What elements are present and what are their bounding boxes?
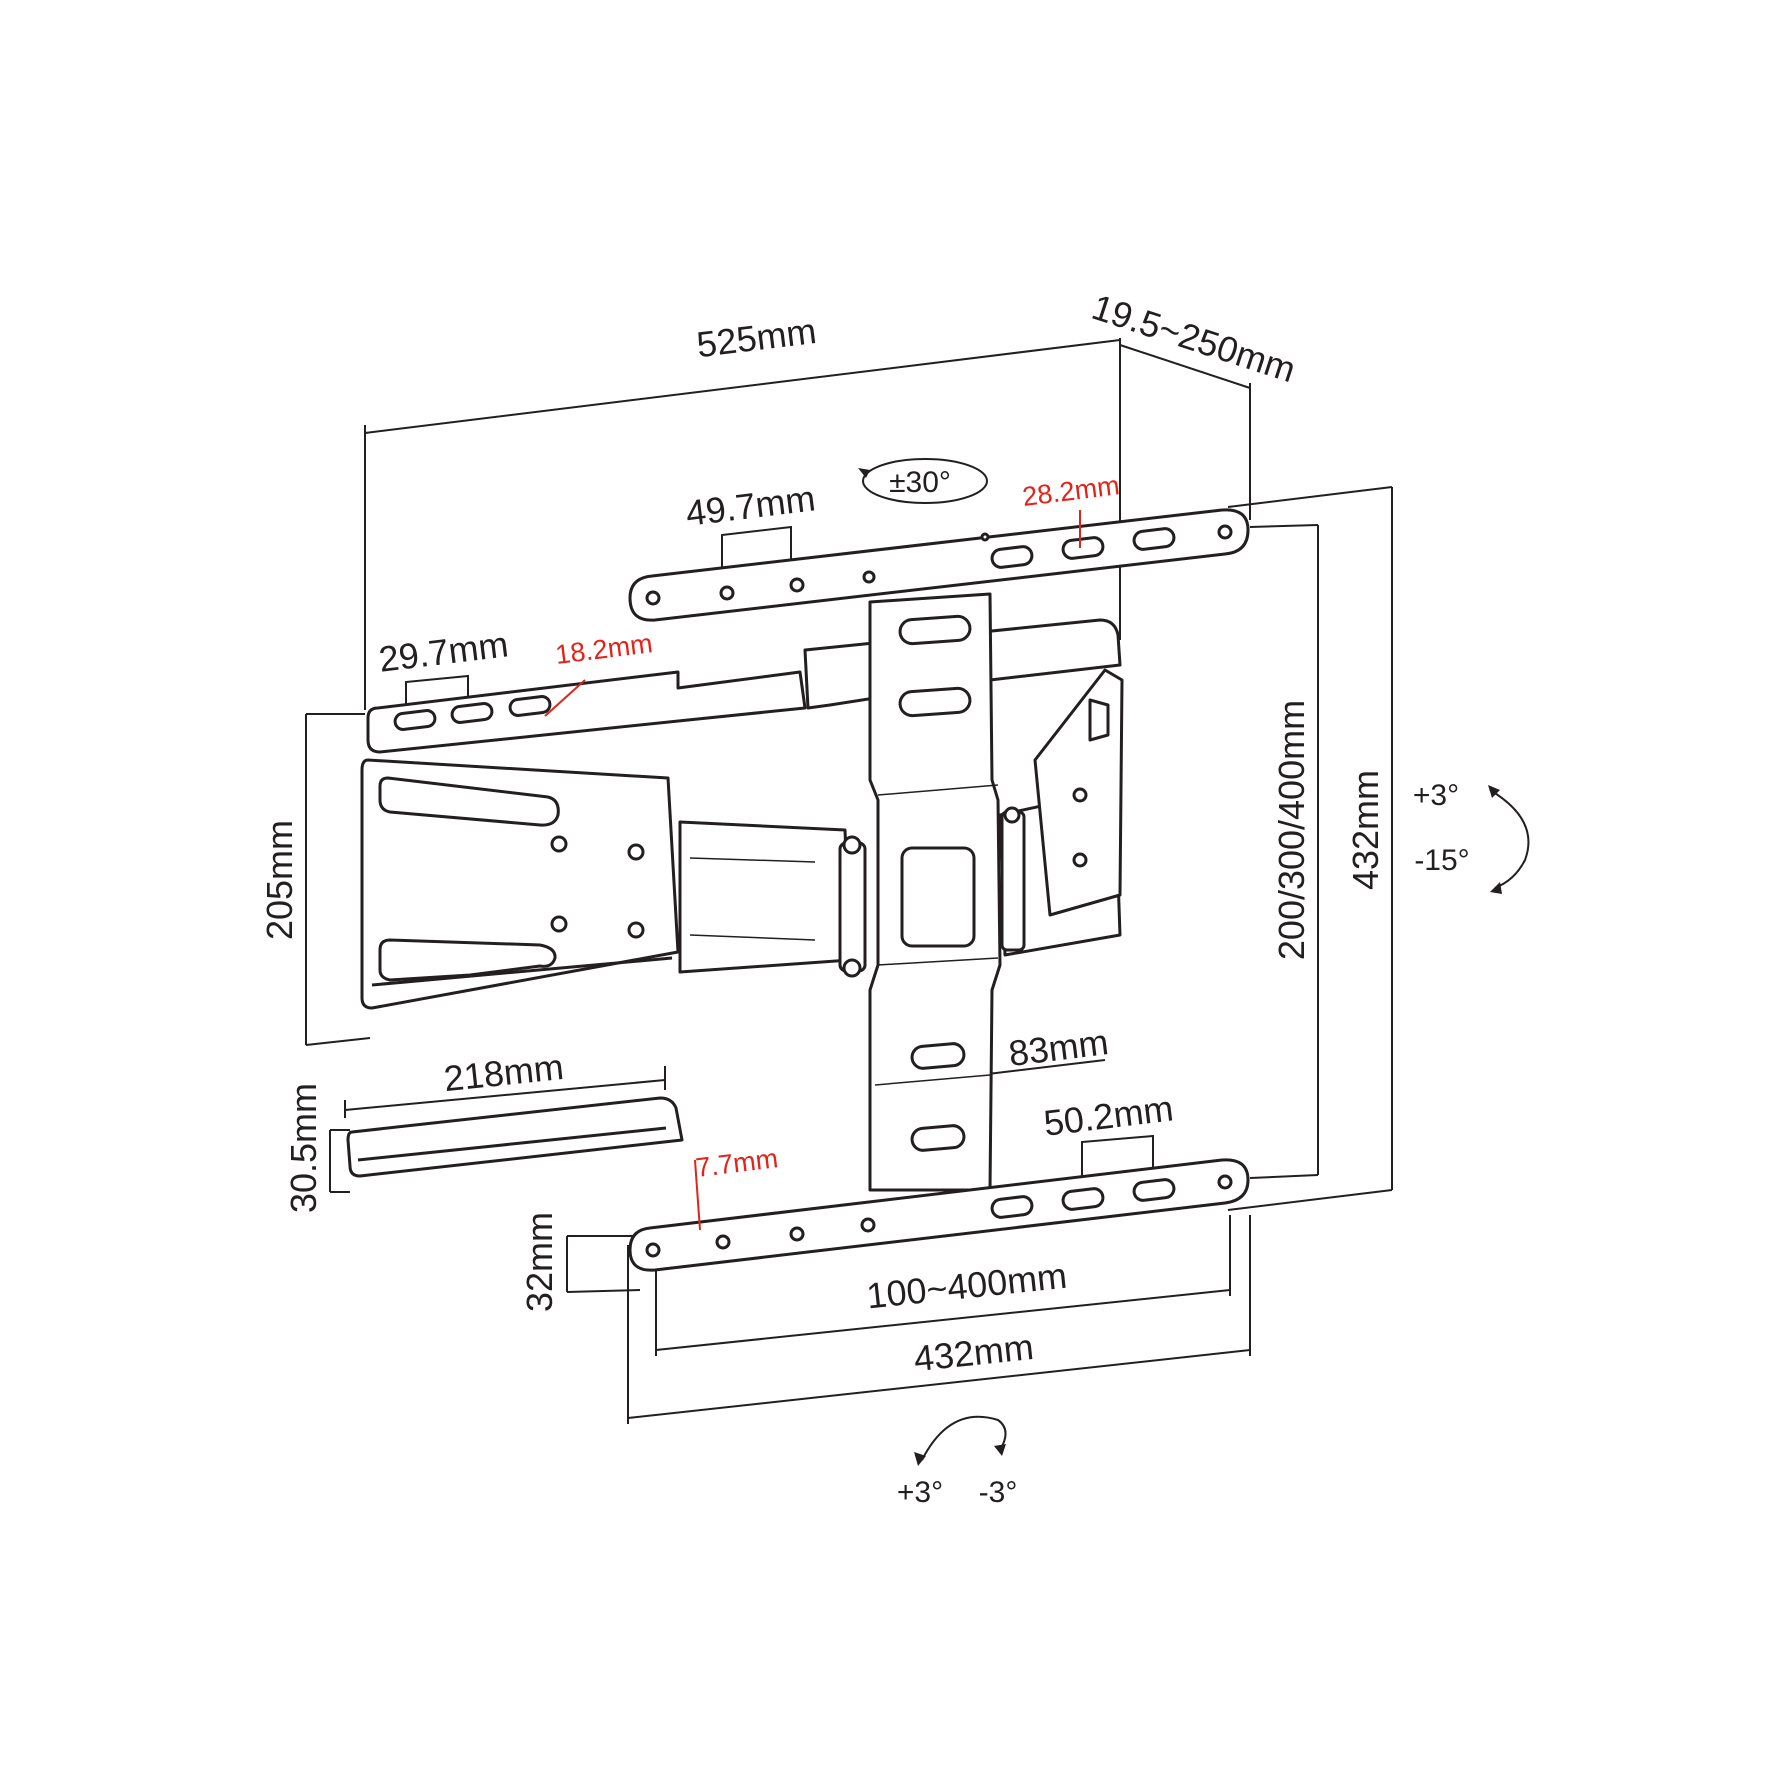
level-right-arrow-icon [994, 1444, 1006, 1456]
level-left-arrow-icon [914, 1452, 926, 1466]
label-hole-spacing-top: 49.7mm [683, 477, 817, 534]
swivel-arrow-icon [858, 468, 870, 478]
label-tilt-up: +3° [1413, 779, 1459, 812]
tilt-up-arrow-icon [1488, 785, 1500, 798]
label-height-overall: 432mm [1345, 770, 1386, 890]
label-diameter-top: 28.2mm [1021, 470, 1121, 512]
label-vesa-horizontal: 100~400mm [865, 1255, 1069, 1317]
wall-plate [360, 758, 680, 1010]
spacer-bar [346, 1096, 684, 1178]
label-hole-spacing-bottom: 50.2mm [1041, 1087, 1175, 1144]
label-tilt-down: -15° [1414, 844, 1469, 877]
bottom-rail [628, 1158, 1250, 1272]
tilt-indicator [1488, 785, 1530, 894]
label-total-depth: 525mm [694, 310, 818, 365]
tilt-down-arrow-icon [1490, 882, 1502, 894]
label-diameter-arm: 18.2mm [554, 628, 654, 670]
dimension-lines [305, 338, 1393, 1424]
middle-arm [678, 820, 867, 978]
diameter-leaders [544, 510, 1081, 1231]
label-diameter-bottom: 7.7mm [694, 1143, 780, 1183]
label-spacer-height: 30.5mm [283, 1083, 324, 1213]
label-swivel: ±30° [889, 466, 951, 499]
mount-drawing [346, 508, 1250, 1272]
level-indicator [914, 1415, 1007, 1466]
vertical-column [868, 592, 1002, 1192]
swivel-indicator [858, 458, 988, 504]
label-level-minus: -3° [979, 1476, 1018, 1509]
label-rail-height: 32mm [519, 1212, 560, 1312]
label-wall-plate-width: 83mm [1006, 1021, 1110, 1074]
label-level-plus: +3° [897, 1476, 943, 1509]
label-rail-length: 432mm [912, 1326, 1036, 1379]
label-arm-height: 205mm [259, 820, 300, 940]
label-hole-spacing-arm: 29.7mm [376, 623, 510, 680]
label-vesa-vertical: 200/300/400mm [1271, 700, 1312, 960]
right-bracket [998, 668, 1124, 957]
top-rail [628, 508, 1250, 622]
